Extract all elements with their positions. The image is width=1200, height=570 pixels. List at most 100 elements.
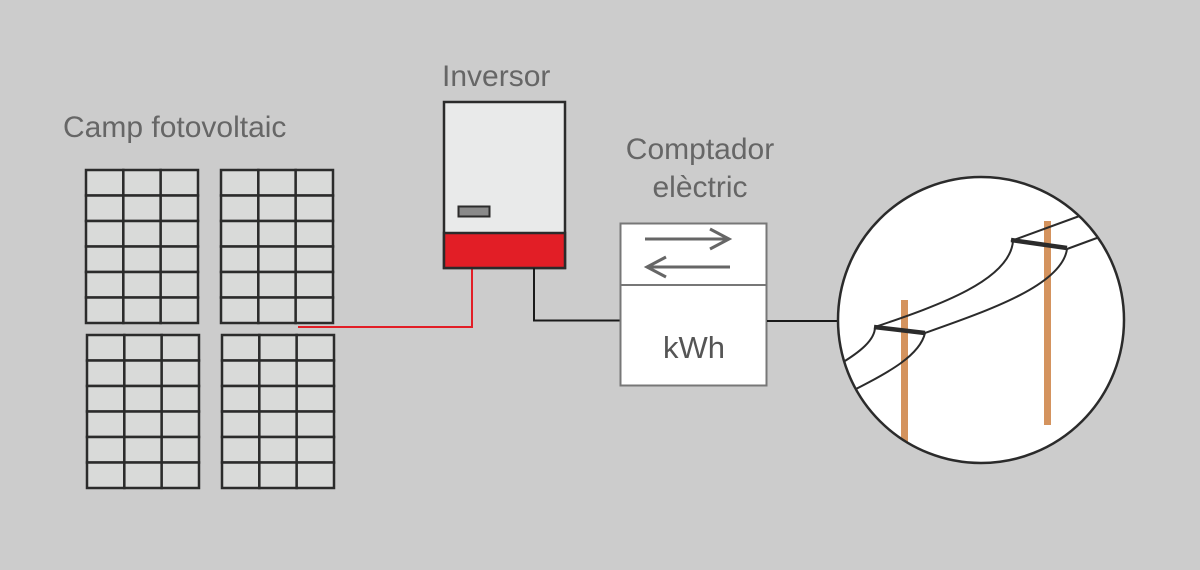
solar-cell <box>257 296 297 325</box>
utility-pole-right <box>1044 221 1051 425</box>
solar-cell <box>294 219 335 248</box>
meter-label-line1: Comptador <box>625 133 775 166</box>
crossarm-right <box>1010 237 1068 251</box>
solar-cell <box>257 245 297 274</box>
solar-cell <box>219 245 260 274</box>
solar-cell <box>122 219 162 248</box>
solar-cell <box>160 435 201 464</box>
solar-cell <box>219 296 260 325</box>
meter-body <box>619 222 768 387</box>
power-line <box>874 240 1014 328</box>
solar-cell <box>295 461 336 490</box>
solar-cell <box>160 333 201 362</box>
solar-cell <box>85 410 126 439</box>
solar-cell <box>258 410 298 439</box>
meter-label-line2: elèctric <box>652 171 748 204</box>
electric-meter <box>619 222 768 387</box>
solar-cell <box>219 270 260 299</box>
solar-cell <box>257 168 297 197</box>
solar-cell <box>123 384 163 413</box>
solar-cell <box>220 359 261 388</box>
solar-cell <box>84 270 125 299</box>
solar-panel <box>84 168 200 325</box>
solar-cell <box>220 435 261 464</box>
solar-cell <box>84 168 125 197</box>
meter-unit-label: kWh <box>663 330 725 365</box>
solar-cell <box>257 219 297 248</box>
solar-cell <box>159 245 200 274</box>
solar-cell <box>219 168 260 197</box>
solar-cell <box>219 194 260 223</box>
power-line <box>1010 213 1086 242</box>
solar-cell <box>295 359 336 388</box>
solar-cell <box>160 359 201 388</box>
inverter-label: Inversor <box>442 60 551 93</box>
solar-cell <box>159 194 200 223</box>
solar-cell <box>220 410 261 439</box>
solar-cell <box>84 219 125 248</box>
pv-field <box>84 168 336 490</box>
solar-cell <box>123 461 163 490</box>
solar-cell <box>295 410 336 439</box>
solar-cell <box>84 245 125 274</box>
solar-cell <box>220 333 261 362</box>
pv-field-label: Camp fotovoltaic <box>63 111 287 144</box>
arrow-right-icon <box>645 227 733 251</box>
solar-cell <box>159 168 200 197</box>
utility-pole-left <box>901 300 908 460</box>
solar-cell <box>122 194 162 223</box>
power-line <box>849 332 926 393</box>
solar-cell <box>85 359 126 388</box>
solar-cell <box>258 359 298 388</box>
solar-cell <box>295 435 336 464</box>
solar-cell <box>258 435 298 464</box>
solar-cell <box>294 194 335 223</box>
solar-cell <box>160 461 201 490</box>
ac-wire-inverter-meter <box>533 268 620 322</box>
solar-cell <box>122 245 162 274</box>
solar-cell <box>122 270 162 299</box>
inverter-display-icon <box>457 205 491 218</box>
solar-cell <box>84 194 125 223</box>
solar-cell <box>294 245 335 274</box>
solar-cell <box>123 435 163 464</box>
solar-cell <box>85 461 126 490</box>
solar-cell <box>122 296 162 325</box>
solar-cell <box>85 384 126 413</box>
inverter <box>442 100 567 270</box>
solar-cell <box>257 194 297 223</box>
power-grid <box>836 175 1126 465</box>
meter-label: Comptador elèctric <box>604 131 796 207</box>
solar-cell <box>258 384 298 413</box>
dc-wire <box>298 268 473 328</box>
solar-cell <box>85 333 126 362</box>
solar-cell <box>220 461 261 490</box>
solar-cell <box>123 333 163 362</box>
solar-cell <box>257 270 297 299</box>
solar-cell <box>160 384 201 413</box>
solar-cell <box>258 461 298 490</box>
inverter-red-band <box>442 231 567 270</box>
grid-circle-fill <box>838 177 1124 463</box>
solar-cell <box>294 168 335 197</box>
solar-cell <box>159 270 200 299</box>
grid-circle-outline <box>836 175 1126 465</box>
solar-cell <box>258 333 298 362</box>
solar-cell <box>220 384 261 413</box>
solar-cell <box>122 168 162 197</box>
solar-panel <box>219 168 335 325</box>
solar-cell <box>295 333 336 362</box>
solar-panel <box>220 333 336 490</box>
arrow-left-icon <box>643 255 730 279</box>
solar-cell <box>294 270 335 299</box>
solar-cell <box>159 219 200 248</box>
solar-cell <box>123 410 163 439</box>
solar-cell <box>159 296 200 325</box>
solar-cell <box>295 384 336 413</box>
solar-cell <box>160 410 201 439</box>
crossarm-left <box>873 324 926 336</box>
solar-cell <box>219 219 260 248</box>
solar-cell <box>85 435 126 464</box>
power-line <box>924 248 1068 334</box>
